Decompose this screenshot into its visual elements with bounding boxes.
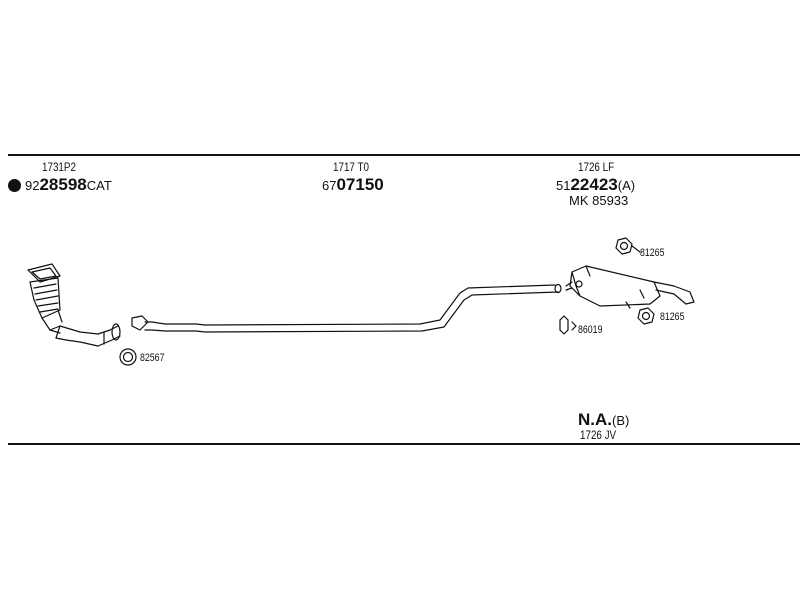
- middle-part-prefix: 67: [322, 178, 337, 193]
- rear-kit-number[interactable]: MK 85933: [569, 193, 629, 208]
- front-part-suffix: CAT: [86, 178, 112, 193]
- pipe-clamp-icon[interactable]: [559, 315, 577, 335]
- front-ref-code: 1731P2: [42, 160, 76, 174]
- gasket-ring-icon[interactable]: [119, 348, 137, 366]
- gasket-part-number[interactable]: 82567: [140, 352, 165, 364]
- rear-silencer[interactable]: [565, 265, 695, 309]
- front-part-prefix: 92: [25, 178, 40, 193]
- bullet-marker-icon: [8, 179, 21, 193]
- top-divider-line: [8, 154, 800, 156]
- not-available-label: N.A.: [578, 410, 612, 429]
- middle-ref-code: 1717 T0: [333, 160, 369, 174]
- rear-part-number[interactable]: 5122423(A): [556, 175, 635, 195]
- bottom-divider-line: [8, 443, 800, 445]
- not-available-ref-code: 1726 JV: [580, 428, 617, 442]
- front-part-number[interactable]: 9228598CAT: [8, 175, 112, 195]
- middle-pipe[interactable]: [131, 283, 562, 333]
- middle-part-main: 07150: [336, 175, 384, 194]
- not-available-suffix: (B): [612, 413, 630, 428]
- nut-bottom-part-number[interactable]: 81265: [660, 311, 685, 323]
- front-pipe-catalytic-converter[interactable]: [27, 263, 121, 347]
- front-part-main: 28598: [39, 175, 87, 194]
- nut-top-part-number[interactable]: 81265: [640, 247, 665, 259]
- hex-nut-top-icon[interactable]: [615, 237, 641, 255]
- middle-part-number[interactable]: 6707150: [322, 175, 384, 195]
- clamp-part-number[interactable]: 86019: [578, 324, 603, 336]
- hex-nut-bottom-icon[interactable]: [637, 307, 655, 325]
- rear-ref-code: 1726 LF: [578, 160, 615, 174]
- rear-part-suffix: (A): [617, 178, 636, 193]
- rear-part-main: 22423: [570, 175, 618, 194]
- not-available-note: N.A.(B): [578, 410, 629, 430]
- rear-part-prefix: 51: [556, 178, 571, 193]
